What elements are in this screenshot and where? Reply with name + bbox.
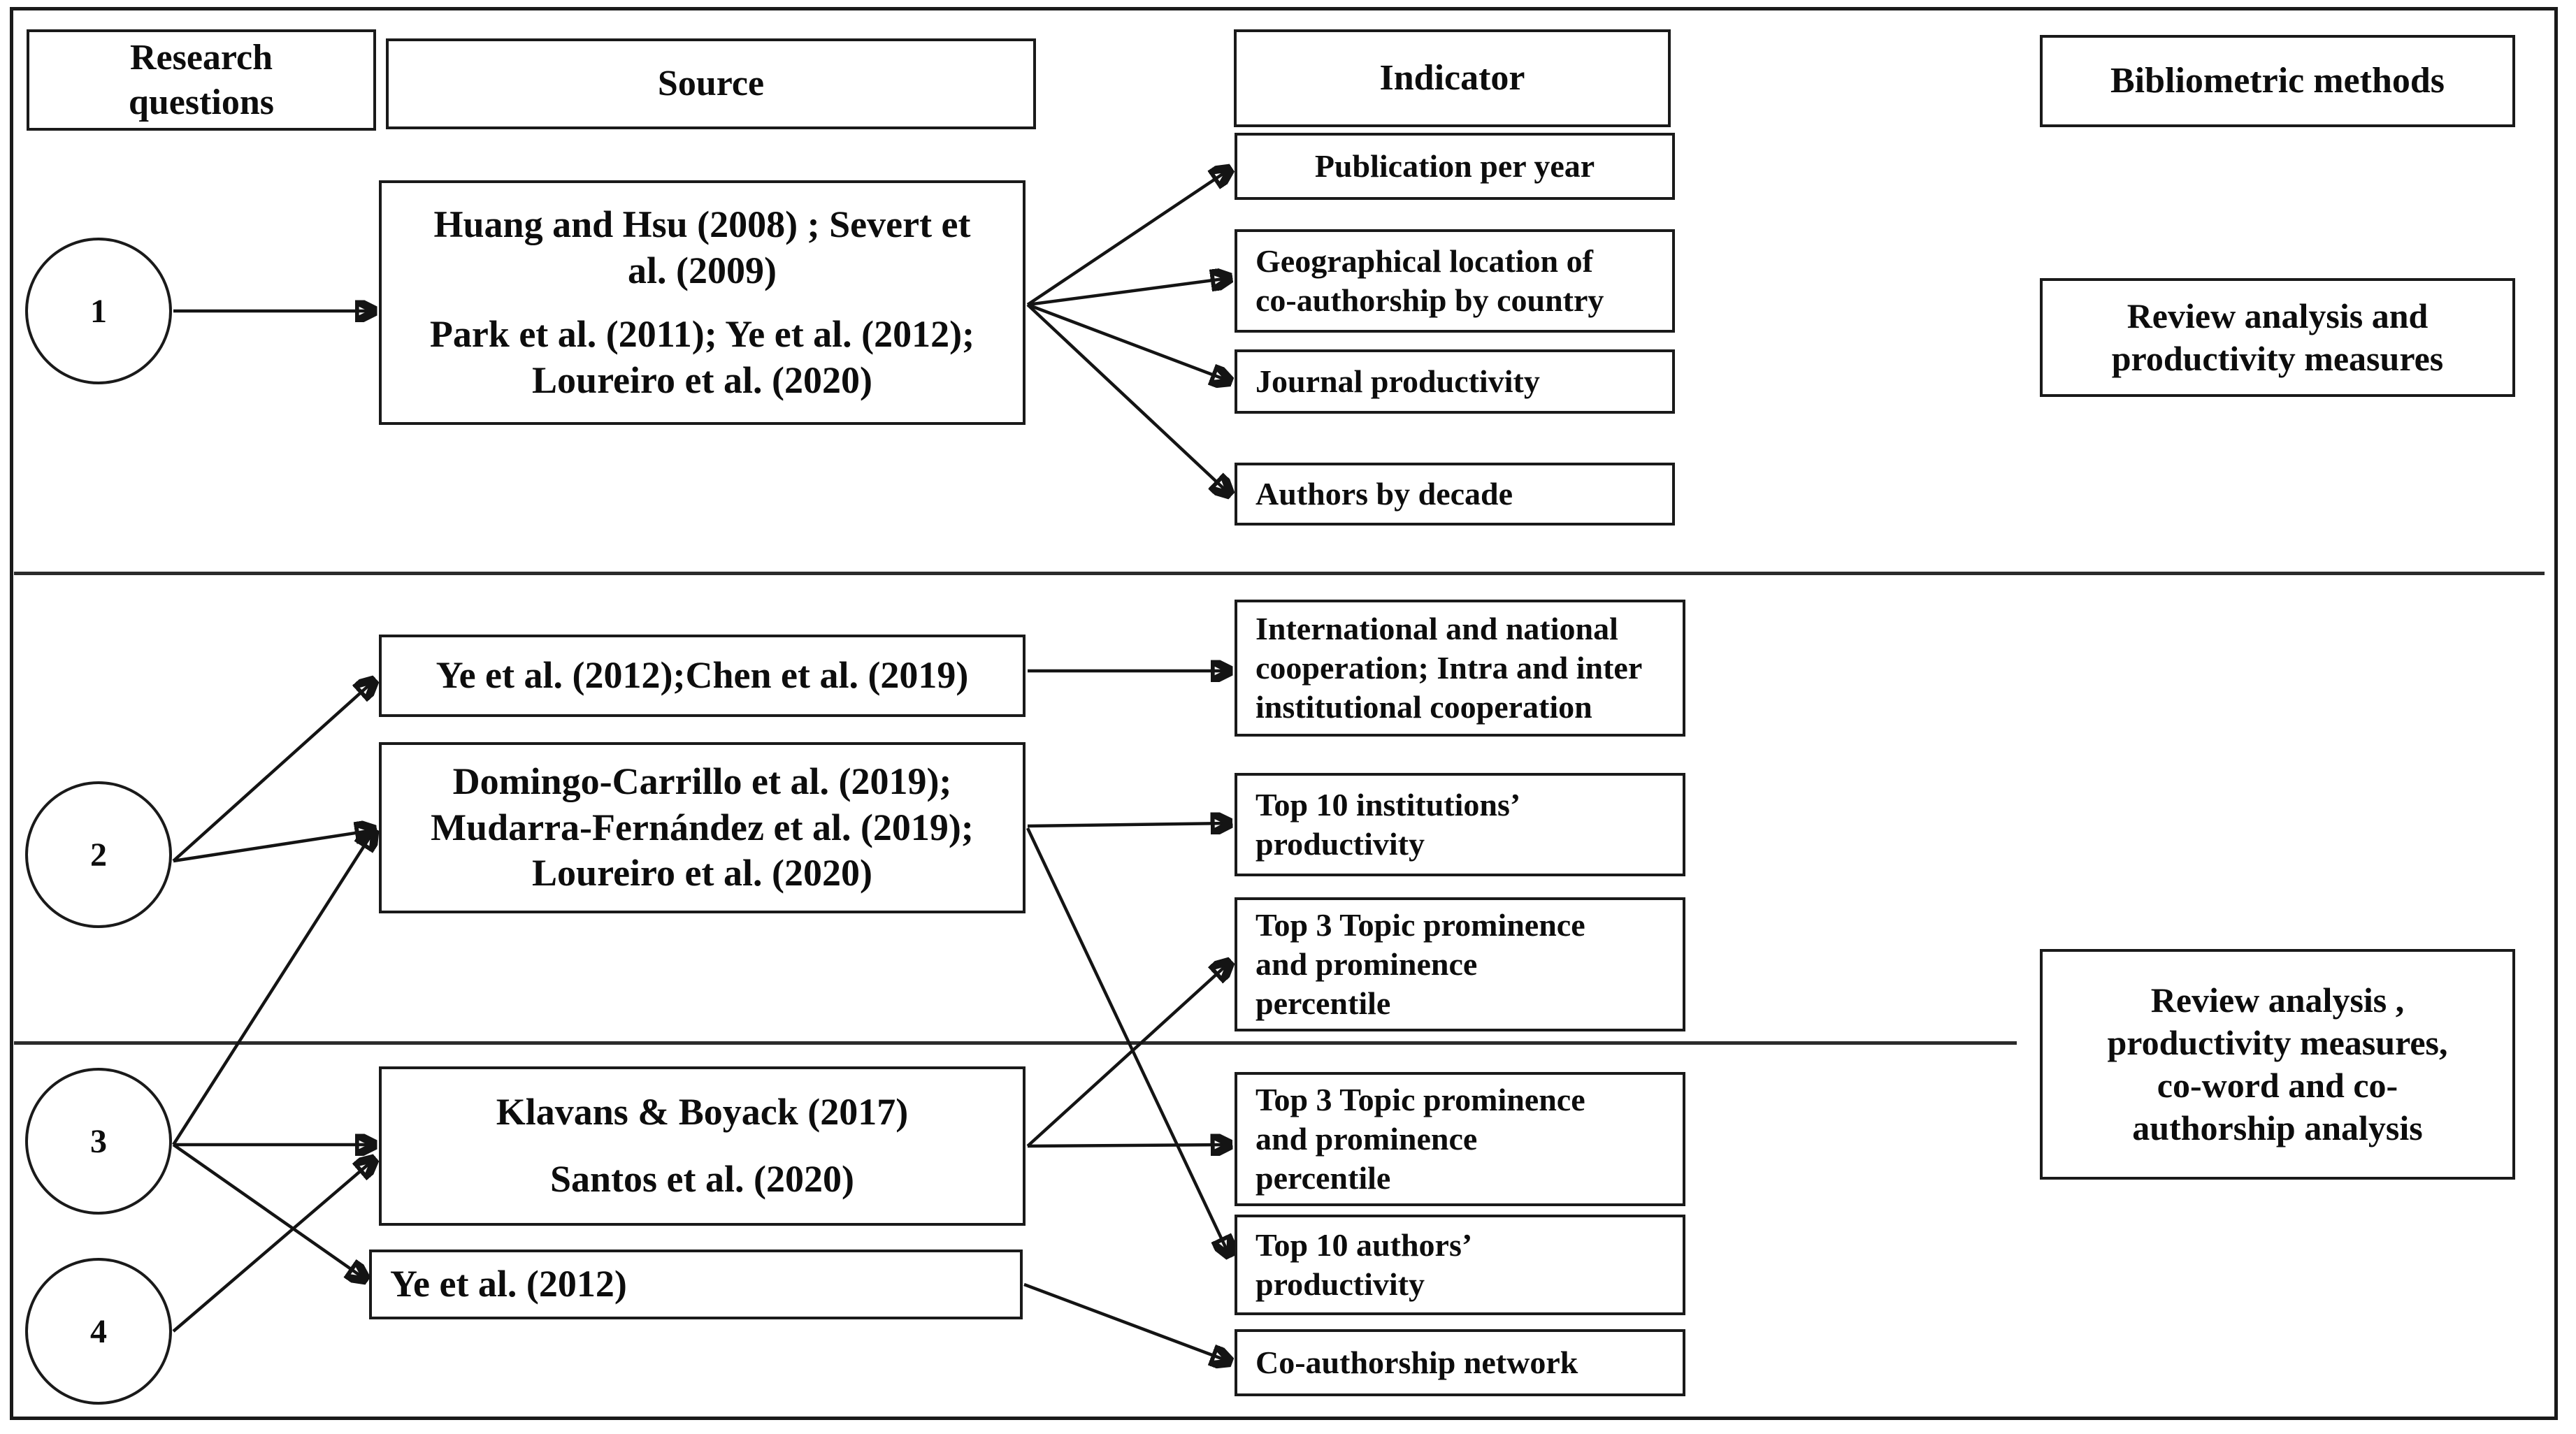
indicator-journal-productivity-label: Journal productivity [1255, 363, 1540, 399]
method-coword-line4: authorship analysis [2132, 1108, 2423, 1147]
indicator-intl-coop-line1: International and national [1255, 610, 1618, 646]
source-box-3-line1: Domingo-Carrillo et al. (2019); [452, 760, 952, 802]
indicator-top3-topic-b-line3: percentile [1255, 1160, 1391, 1196]
indicator-top3-topic-a-line3: percentile [1255, 985, 1391, 1022]
indicator-intl-coop-line3: institutional cooperation [1255, 689, 1592, 725]
header-indicator-label: Indicator [1379, 58, 1525, 99]
indicator-top3-topic-b-line1: Top 3 Topic prominence [1255, 1081, 1585, 1117]
question-number-3: 3 [90, 1122, 107, 1160]
band-divider-1 [14, 572, 2545, 575]
source-box-1-line4: Loureiro et al. (2020) [532, 358, 872, 401]
header-research-questions-line2: questions [128, 82, 275, 122]
indicator-box-coauthorship-network: Co-authorship network [1235, 1329, 1685, 1396]
indicator-box-international-national-cooperation: International and national cooperation; … [1235, 600, 1685, 737]
source-box-2: Ye et al. (2012);Chen et al. (2019) [379, 635, 1026, 717]
indicator-geographical-location-line1: Geographical location of [1255, 242, 1593, 279]
source-box-1-line2: al. (2009) [628, 249, 777, 291]
indicator-top3-topic-a-line2: and prominence [1255, 946, 1478, 982]
method-review-productivity-line2: productivity measures [2111, 339, 2444, 378]
indicator-box-publication-per-year: Publication per year [1235, 133, 1675, 200]
source-box-3: Domingo-Carrillo et al. (2019); Mudarra-… [379, 742, 1026, 913]
indicator-box-top3-topic-prominence-b: Top 3 Topic prominence and prominence pe… [1235, 1072, 1685, 1206]
indicator-top3-topic-b-line2: and prominence [1255, 1120, 1478, 1157]
header-bibliometric-methods: Bibliometric methods [2040, 35, 2515, 127]
question-number-4: 4 [90, 1312, 107, 1350]
source-box-1-line1: Huang and Hsu (2008) ; Severt et [433, 203, 971, 245]
header-source-label: Source [657, 64, 765, 104]
question-number-2: 2 [90, 836, 107, 874]
method-coword-line1: Review analysis , [2150, 980, 2405, 1020]
source-box-2-line1: Ye et al. (2012);Chen et al. (2019) [436, 654, 969, 697]
indicator-box-authors-by-decade: Authors by decade [1235, 463, 1675, 526]
indicator-box-top3-topic-prominence-a: Top 3 Topic prominence and prominence pe… [1235, 897, 1685, 1031]
source-box-3-line2: Mudarra-Fernández et al. (2019); [431, 806, 974, 848]
method-box-review-productivity: Review analysis and productivity measure… [2040, 278, 2515, 397]
header-research-questions-line1: Research [129, 38, 273, 78]
question-number-1: 1 [90, 292, 107, 330]
source-box-3-line3: Loureiro et al. (2020) [532, 852, 872, 895]
indicator-top10-institutions-line2: productivity [1255, 826, 1425, 862]
source-box-4-line2: Santos et al. (2020) [550, 1157, 854, 1200]
indicator-top10-authors-line1: Top 10 authors’ [1255, 1226, 1473, 1263]
question-circle-4: 4 [25, 1258, 172, 1405]
indicator-top10-institutions-line1: Top 10 institutions’ [1255, 786, 1521, 823]
indicator-coauthorship-network-label: Co-authorship network [1255, 1344, 1578, 1380]
indicator-authors-by-decade-label: Authors by decade [1255, 475, 1513, 512]
indicator-box-journal-productivity: Journal productivity [1235, 349, 1675, 414]
header-indicator: Indicator [1234, 29, 1671, 127]
source-box-5: Ye et al. (2012) [369, 1250, 1023, 1319]
method-review-productivity-line1: Review analysis and [2127, 296, 2429, 335]
indicator-intl-coop-line2: cooperation; Intra and inter [1255, 649, 1643, 686]
header-bibliometric-methods-label: Bibliometric methods [2110, 61, 2445, 101]
source-box-1-line3: Park et al. (2011); Ye et al. (2012); [429, 312, 975, 355]
source-box-4-line1: Klavans & Boyack (2017) [496, 1091, 909, 1134]
indicator-publication-per-year-label: Publication per year [1314, 147, 1595, 184]
indicator-box-top10-institutions: Top 10 institutions’ productivity [1235, 773, 1685, 876]
question-circle-1: 1 [25, 238, 172, 384]
source-box-5-line1: Ye et al. (2012) [390, 1263, 627, 1305]
question-circle-2: 2 [25, 781, 172, 928]
method-coword-line3: co-word and co- [2157, 1066, 2398, 1105]
indicator-geographical-location-line2: co-authorship by country [1255, 282, 1604, 318]
source-box-1: Huang and Hsu (2008) ; Severt et al. (20… [379, 180, 1026, 425]
indicator-top10-authors-line2: productivity [1255, 1266, 1425, 1302]
header-source: Source [386, 38, 1036, 129]
indicator-box-geographical-location: Geographical location of co-authorship b… [1235, 229, 1675, 333]
header-research-questions: Research questions [27, 29, 376, 131]
method-coword-line2: productivity measures, [2107, 1023, 2448, 1062]
indicator-top3-topic-a-line1: Top 3 Topic prominence [1255, 906, 1585, 943]
method-box-review-coword-coauthorship: Review analysis , productivity measures,… [2040, 949, 2515, 1180]
indicator-box-top10-authors: Top 10 authors’ productivity [1235, 1215, 1685, 1315]
band-divider-2 [14, 1041, 2017, 1045]
source-box-4: Klavans & Boyack (2017) Santos et al. (2… [379, 1066, 1026, 1226]
question-circle-3: 3 [25, 1068, 172, 1215]
